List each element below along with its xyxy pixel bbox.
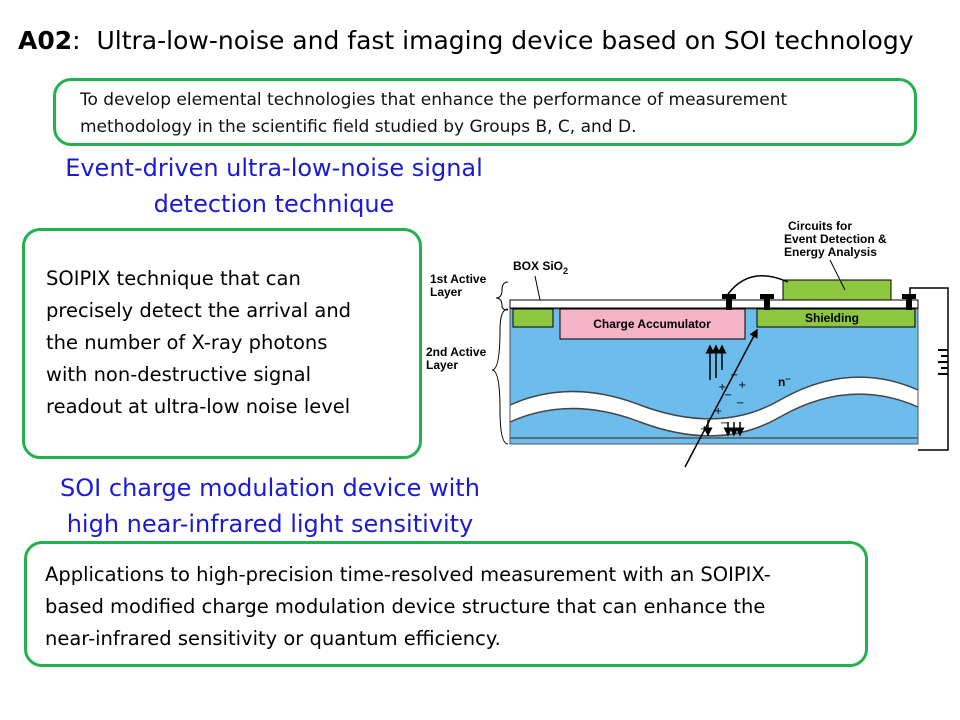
soipix-line: the number of X-ray photons bbox=[46, 331, 328, 354]
second-layer-brace bbox=[491, 308, 509, 445]
goal-text: To develop elemental technologies that e… bbox=[80, 87, 787, 141]
cmd-description-box: Applications to high-precision time-reso… bbox=[24, 541, 868, 667]
first-layer-label-line-2: Layer bbox=[430, 285, 462, 299]
cmd-line: Applications to high-precision time-reso… bbox=[45, 563, 771, 586]
section1-heading-line-2: detection technique bbox=[153, 190, 395, 218]
break-line-bottom bbox=[509, 393, 919, 437]
soipix-cross-section-diagram: Charge Accumulator Shielding +− −+ +− −+ bbox=[426, 219, 949, 468]
charge-accumulator bbox=[559, 308, 746, 340]
shielding-label: Shielding bbox=[805, 311, 859, 325]
second-layer-label-line-2: Layer bbox=[426, 358, 458, 372]
first-layer-brace bbox=[495, 281, 509, 311]
soipix-line: with non-destructive signal bbox=[46, 363, 312, 386]
title-code: A02 bbox=[18, 26, 73, 55]
first-layer-label-line-1: 1st Active bbox=[430, 272, 487, 286]
soipix-line: precisely detect the arrival and bbox=[46, 299, 352, 322]
svg-text:+: + bbox=[714, 406, 722, 417]
bias-wire bbox=[909, 287, 949, 451]
box-sio2-layer bbox=[509, 299, 919, 309]
section2-heading: SOI charge modulation device with high n… bbox=[20, 470, 520, 542]
box-sio2-label: BOX SiO2 bbox=[513, 259, 568, 276]
contact-pads bbox=[722, 294, 916, 310]
svg-text:+: + bbox=[700, 424, 708, 435]
svg-text:−: − bbox=[724, 390, 732, 401]
left-implant bbox=[512, 308, 554, 328]
circuits-pointer bbox=[829, 259, 846, 291]
second-layer-label-line-1: 2nd Active bbox=[426, 345, 487, 359]
circuits-label-line-1: Circuits for bbox=[788, 219, 852, 233]
charge-signs: +− −+ +− −+ bbox=[700, 370, 746, 435]
charge-drift-arrows bbox=[703, 344, 745, 437]
svg-text:+: + bbox=[738, 380, 746, 391]
break-line-top bbox=[509, 376, 919, 420]
shielding-layer bbox=[756, 308, 916, 328]
section2-heading-line-1: SOI charge modulation device with bbox=[60, 474, 480, 502]
soipix-line: SOIPIX technique that can bbox=[46, 267, 301, 290]
box-sio2-pointer bbox=[534, 275, 541, 301]
cmd-line: based modified charge modulation device … bbox=[45, 595, 766, 618]
battery-icon bbox=[938, 349, 948, 375]
particle-track bbox=[684, 328, 758, 468]
cmd-line: near-infrared sensitivity or quantum eff… bbox=[45, 627, 501, 650]
circuits-label-line-2: Event Detection & bbox=[784, 232, 887, 246]
svg-text:+: + bbox=[718, 382, 726, 393]
cmd-description: Applications to high-precision time-reso… bbox=[45, 559, 855, 655]
section1-heading-line-1: Event-driven ultra-low-noise signal bbox=[65, 154, 483, 182]
page-title: A02: Ultra-low-noise and fast imaging de… bbox=[18, 26, 914, 55]
section2-heading-line-2: high near-infrared light sensitivity bbox=[66, 510, 474, 538]
goal-line-1: To develop elemental technologies that e… bbox=[80, 90, 788, 110]
section1-heading: Event-driven ultra-low-noise signal dete… bbox=[24, 150, 524, 222]
soipix-line: readout at ultra-low noise level bbox=[46, 395, 351, 418]
soipix-description-box: SOIPIX technique that can precisely dete… bbox=[22, 228, 422, 459]
title-separator: : bbox=[72, 26, 81, 55]
title-text: Ultra-low-noise and fast imaging device … bbox=[96, 26, 914, 55]
charge-accumulator-label: Charge Accumulator bbox=[593, 317, 711, 331]
circuits-label-line-3: Energy Analysis bbox=[784, 245, 877, 259]
circuits-block bbox=[782, 279, 892, 301]
svg-text:−: − bbox=[736, 398, 744, 409]
svg-text:−: − bbox=[720, 418, 728, 429]
goal-box: To develop elemental technologies that e… bbox=[53, 78, 917, 146]
soipix-description: SOIPIX technique that can precisely dete… bbox=[46, 263, 406, 423]
svg-text:−: − bbox=[730, 370, 738, 381]
connection-arc bbox=[727, 275, 789, 295]
n-region-label: n-- bbox=[778, 374, 791, 389]
goal-line-2: methodology in the scientific field stud… bbox=[80, 117, 637, 137]
